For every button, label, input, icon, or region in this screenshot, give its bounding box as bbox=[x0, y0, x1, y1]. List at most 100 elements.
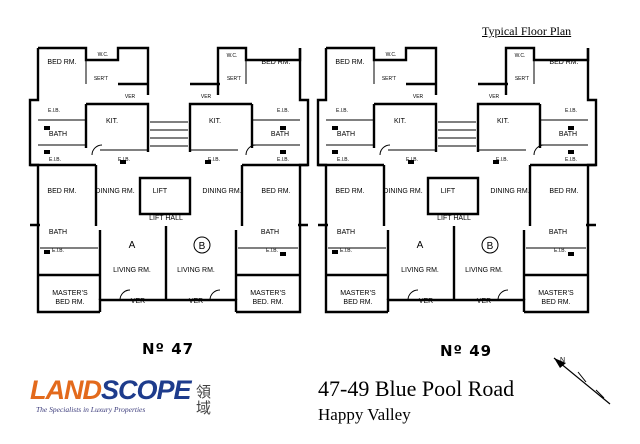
door-swing bbox=[91, 144, 103, 156]
fixture bbox=[332, 126, 338, 130]
label-verandah-bottom-right: VER bbox=[189, 298, 203, 305]
label-unit-a: A bbox=[129, 240, 136, 251]
wall-segment bbox=[94, 165, 244, 226]
label-elb-5: E.l.B. bbox=[406, 157, 418, 163]
fixture bbox=[568, 150, 574, 154]
wall-segment bbox=[386, 230, 526, 300]
unit-b-circle bbox=[193, 236, 211, 254]
label-bed-rm-right-top: BED RM. bbox=[261, 59, 290, 66]
label-unit-b: B bbox=[487, 241, 494, 252]
property-address: 47-49 Blue Pool Road bbox=[318, 376, 515, 401]
wall-segment bbox=[316, 48, 388, 314]
logo-tagline: The Specialists in Luxury Properties bbox=[36, 405, 146, 414]
label-living-b: LIVING RM. bbox=[177, 267, 215, 274]
label-elb-1: E.l.B. bbox=[336, 108, 348, 114]
label-unit-a: A bbox=[417, 240, 424, 251]
fixture bbox=[568, 252, 574, 256]
label-elb-6: E.l.B. bbox=[496, 157, 508, 163]
wall-segment bbox=[372, 104, 542, 148]
label-bath-1: BATH bbox=[337, 131, 355, 138]
building-number-47: Nº 47 bbox=[142, 340, 195, 358]
label-elb-6: E.l.B. bbox=[208, 157, 220, 163]
label-verandah-right: VER bbox=[201, 94, 212, 100]
logo-word-land: LAND bbox=[30, 375, 102, 405]
north-arrow-icon: N bbox=[553, 357, 611, 405]
label-elb-5: E.l.B. bbox=[118, 157, 130, 163]
label-verandah-bottom-left: VER bbox=[419, 298, 433, 305]
label-verandah-left: VER bbox=[413, 94, 424, 100]
door-swing bbox=[497, 289, 509, 301]
fixture bbox=[408, 160, 414, 164]
label-bed-rm-top: BED RM. bbox=[335, 59, 364, 66]
label-bath-1: BATH bbox=[49, 131, 67, 138]
compass-label: N bbox=[560, 357, 565, 364]
label-elb-4: E.l.B. bbox=[277, 157, 289, 163]
door-swing bbox=[407, 289, 419, 301]
label-elb-7: E.l.B. bbox=[340, 248, 352, 254]
wall-segment bbox=[326, 46, 438, 95]
wall-segment bbox=[86, 102, 252, 152]
label-kitchen-right: KIT. bbox=[209, 118, 221, 125]
wall-segment bbox=[236, 48, 310, 314]
door-swing bbox=[119, 289, 131, 301]
label-wc-left: W.C. bbox=[98, 52, 109, 58]
label-wc-left: W.C. bbox=[386, 52, 397, 58]
wall-segment bbox=[84, 104, 254, 148]
label-living-a: LIVING RM. bbox=[113, 267, 151, 274]
internal-line bbox=[85, 48, 247, 84]
label-bath-4: BATH bbox=[261, 229, 279, 236]
label-masters-right-2: BED RM. bbox=[541, 299, 570, 306]
door-swing bbox=[533, 144, 545, 156]
label-kitchen-left: KIT. bbox=[106, 118, 118, 125]
label-masters-left-1: MASTER’S bbox=[52, 290, 88, 297]
property-district: Happy Valley bbox=[318, 405, 411, 424]
label-bed-rm-mid-right: BED RM. bbox=[549, 188, 578, 195]
label-lift-hall: LIFT HALL bbox=[149, 215, 183, 222]
label-bed-rm-mid-right: BED RM. bbox=[261, 188, 290, 195]
label-verandah-bottom-left: VER bbox=[131, 298, 145, 305]
label-masters-right-1: MASTER’S bbox=[538, 290, 574, 297]
door-swing bbox=[209, 289, 221, 301]
label-verandah-bottom-right: VER bbox=[477, 298, 491, 305]
label-living-b: LIVING RM. bbox=[465, 267, 503, 274]
label-bed-rm-top: BED RM. bbox=[47, 59, 76, 66]
label-elb-8: E.l.B. bbox=[266, 248, 278, 254]
label-unit-b: B bbox=[199, 241, 206, 252]
label-dining-right: DINING RM. bbox=[490, 188, 529, 195]
label-wc-right: W.C. bbox=[227, 53, 238, 59]
label-elb-2: E.l.B. bbox=[565, 108, 577, 114]
internal-line bbox=[373, 48, 535, 84]
label-elb-3: E.l.B. bbox=[49, 157, 61, 163]
building-number-49: Nº 49 bbox=[440, 342, 493, 360]
label-living-a: LIVING RM. bbox=[401, 267, 439, 274]
wall-segment bbox=[374, 102, 540, 152]
label-bed-rm-mid-left: BED RM. bbox=[47, 188, 76, 195]
unit-b-circle bbox=[481, 236, 499, 254]
wall-segment bbox=[98, 230, 238, 300]
label-kitchen-right: KIT. bbox=[497, 118, 509, 125]
logo-word-scope: SCOPE bbox=[101, 375, 192, 405]
label-verandah-right: VER bbox=[489, 94, 500, 100]
label-dining-left: DINING RM. bbox=[383, 188, 422, 195]
fixture bbox=[280, 126, 286, 130]
label-kitchen-left: KIT. bbox=[394, 118, 406, 125]
label-bath-3: BATH bbox=[49, 229, 67, 236]
fixture bbox=[44, 250, 50, 254]
label-dining-right: DINING RM. bbox=[202, 188, 241, 195]
label-bath-3: BATH bbox=[337, 229, 355, 236]
label-wc-right: W.C. bbox=[515, 53, 526, 59]
fixture bbox=[280, 252, 286, 256]
door-swing bbox=[245, 144, 257, 156]
label-bath-4: BATH bbox=[549, 229, 567, 236]
label-elb-2: E.l.B. bbox=[277, 108, 289, 114]
page-title: Typical Floor Plan bbox=[482, 24, 572, 38]
fixture bbox=[44, 150, 50, 154]
fixture bbox=[205, 160, 211, 164]
fixture bbox=[493, 160, 499, 164]
label-elb-7: E.l.B. bbox=[52, 248, 64, 254]
fixture bbox=[568, 126, 574, 130]
fixture bbox=[332, 250, 338, 254]
